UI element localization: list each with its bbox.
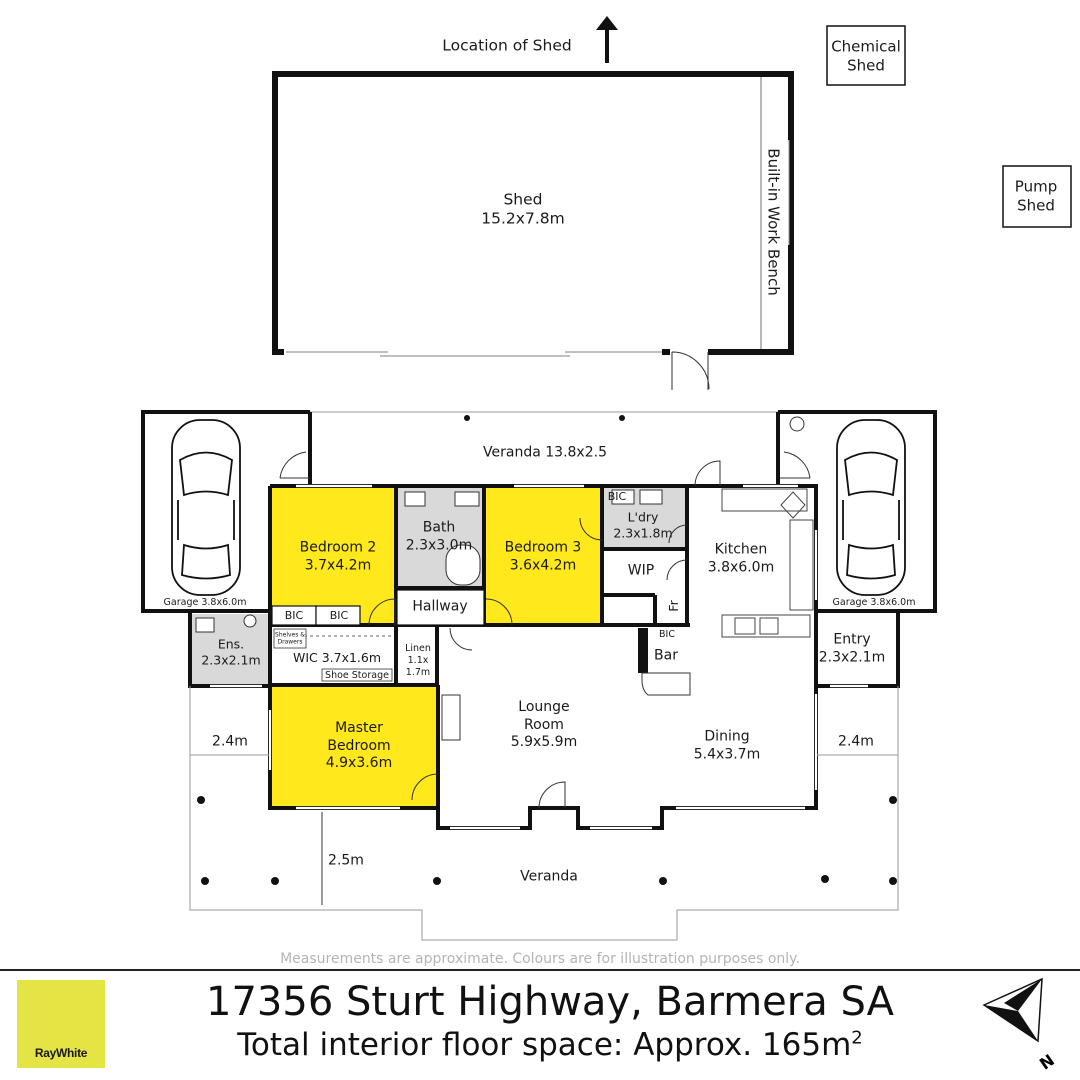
bic-boxes	[271, 589, 485, 626]
garage-left-label: Garage 3.8x6.0m	[163, 597, 247, 609]
bar-counter	[638, 628, 648, 673]
bar-label: Bar	[654, 647, 678, 664]
door-swings	[368, 460, 721, 809]
raywhite-logo: RayWhite	[17, 980, 105, 1068]
windows	[210, 484, 868, 830]
master-bedroom-fill	[272, 685, 438, 808]
wip-label: WIP	[627, 562, 655, 579]
veranda-bottom-label: Veranda	[520, 868, 578, 885]
shoe-storage-label: Shoe Storage	[325, 670, 389, 682]
bottom-veranda	[189, 686, 899, 941]
shelves-box	[273, 628, 307, 649]
bedroom-3-fill	[486, 488, 602, 625]
shoe-storage-box	[321, 668, 393, 682]
shed-structure	[272, 71, 794, 390]
garage-right-label: Garage 3.8x6.0m	[832, 597, 916, 609]
fireplace	[441, 694, 461, 741]
bic-label-2: BIC	[329, 609, 349, 623]
hallway-label: Hallway	[412, 598, 468, 615]
chemical-shed-box	[826, 25, 906, 86]
bedroom-2-fill	[272, 488, 395, 625]
laundry-bic-label: BIC	[607, 490, 627, 504]
car-right-icon	[836, 419, 906, 596]
location-of-shed-label: Location of Shed	[442, 36, 572, 55]
bic-label-1: BIC	[284, 609, 304, 623]
pump-shed-box	[1002, 165, 1072, 228]
shelves-drawers-label: Shelves &Drawers	[275, 631, 305, 645]
dim-right-label: 2.4m	[838, 733, 874, 750]
property-address: 17356 Sturt Highway, Barmera SA	[206, 979, 894, 1025]
work-bench-label: Built-in Work Bench	[764, 148, 783, 296]
disclaimer: Measurements are approximate. Colours ar…	[280, 951, 800, 967]
veranda-posts	[197, 796, 897, 885]
fridge-label: Fr	[666, 600, 682, 612]
ensuite-label: Ens.2.3x2.1m	[201, 636, 261, 667]
north-label: N	[1036, 1050, 1058, 1074]
bar-bic-label: BIC	[659, 629, 675, 641]
floor-plan-drawing	[141, 16, 1072, 941]
kitchen-fixtures	[721, 488, 814, 638]
shed-location-arrow-icon	[596, 16, 618, 63]
car-left-icon	[171, 419, 241, 596]
dim-left-label: 2.4m	[212, 733, 248, 750]
wic-label: WIC 3.7x1.6m	[292, 650, 382, 666]
dim-front-label: 2.5m	[328, 852, 364, 869]
veranda-top-label: Veranda 13.8x2.5	[483, 444, 607, 461]
north-compass-icon	[982, 977, 1043, 1043]
bath-fixtures	[195, 489, 663, 633]
footer-divider	[0, 969, 1080, 971]
floor-space: Total interior floor space: Approx. 165m…	[237, 1027, 863, 1063]
